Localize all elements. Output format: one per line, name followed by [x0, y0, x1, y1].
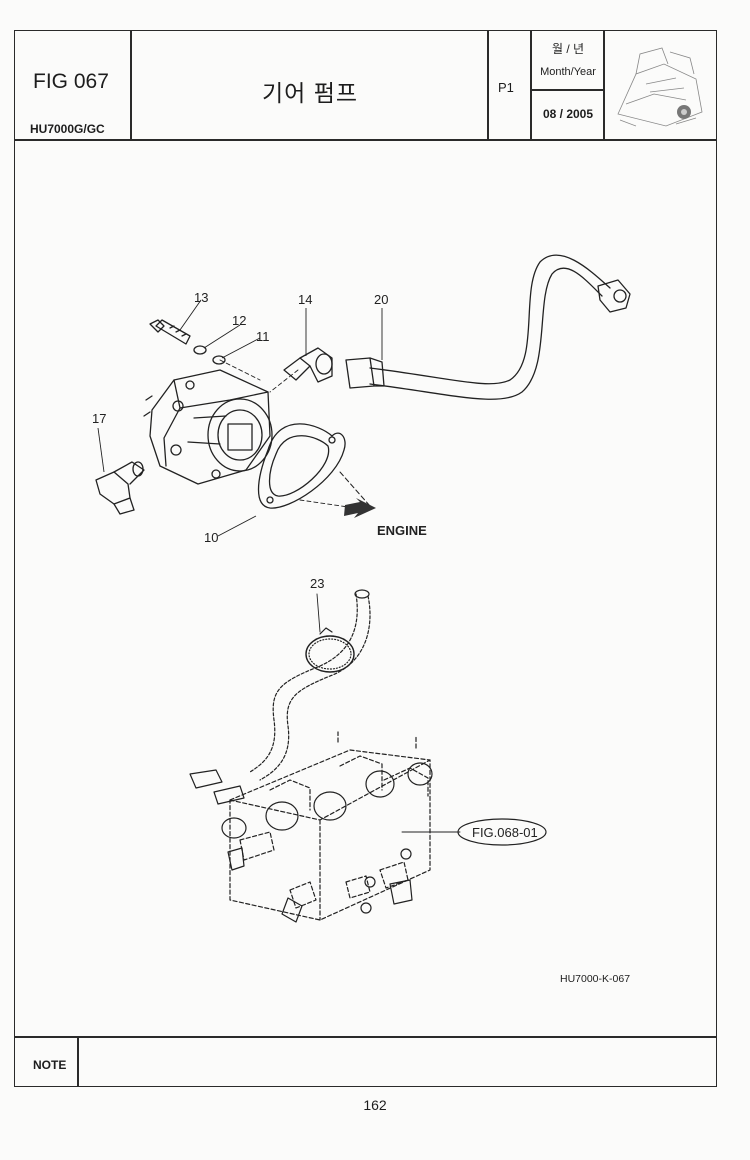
- valve-fittings: [189, 762, 433, 923]
- valve-block-diagram: 23 FIG.068-01: [189, 576, 547, 923]
- bolt-part-13: [149, 319, 191, 345]
- reference-callout-oval: [457, 818, 547, 846]
- pump-body: [143, 369, 273, 485]
- engine-label: ENGINE: [377, 523, 427, 538]
- note-col-divider: [77, 1036, 79, 1087]
- page-code: P1: [498, 80, 514, 95]
- part-label-11: 11: [256, 329, 270, 344]
- part-label-14: 14: [298, 292, 312, 307]
- part-label-13: 13: [194, 290, 208, 305]
- part-label-17: 17: [92, 411, 106, 426]
- washer-part-11: [212, 355, 226, 365]
- header-col-divider-2: [487, 30, 489, 140]
- engine-arrow-icon: [344, 498, 376, 518]
- gear-pump-diagram: 13 12 11 14 20 17 10 ENGINE: [92, 254, 631, 545]
- header-col-divider-3: [530, 30, 532, 140]
- note-divider: [14, 1036, 717, 1038]
- revision-date: 08 / 2005: [542, 107, 594, 121]
- part-label-10: 10: [204, 530, 218, 545]
- hose: [249, 589, 371, 781]
- valve-block: [229, 731, 431, 921]
- model-code: HU7000G/GC: [30, 122, 105, 136]
- date-cell-divider: [530, 89, 604, 91]
- washer-part-12: [193, 345, 207, 355]
- header-col-divider-4: [603, 30, 605, 140]
- page-number: 162: [363, 1097, 387, 1113]
- header-col-divider-1: [130, 30, 132, 140]
- page-title: 기어 펌프: [262, 80, 359, 106]
- page-frame: [14, 30, 717, 1087]
- drawing-code: HU7000-K-067: [560, 973, 631, 985]
- part-label-20: 20: [374, 292, 388, 307]
- clamp-part-23: [305, 627, 355, 673]
- month-year-label-en: Month/Year: [540, 66, 596, 78]
- figure-number: FIG 067: [33, 70, 109, 93]
- part-label-12: 12: [232, 313, 246, 328]
- elbow-fitting-part-14: [283, 347, 333, 383]
- machine-thumbnail-image: [617, 47, 703, 127]
- angle-fitting-part-17: [95, 461, 145, 515]
- gasket-part-10: [257, 423, 346, 509]
- part-label-23: 23: [310, 576, 324, 591]
- tube-part-20: [345, 254, 631, 400]
- header-divider: [14, 139, 717, 141]
- reference-callout-text: FIG.068-01: [472, 825, 538, 840]
- month-year-label-kr: 월 / 년: [551, 42, 585, 56]
- note-label: NOTE: [33, 1058, 67, 1072]
